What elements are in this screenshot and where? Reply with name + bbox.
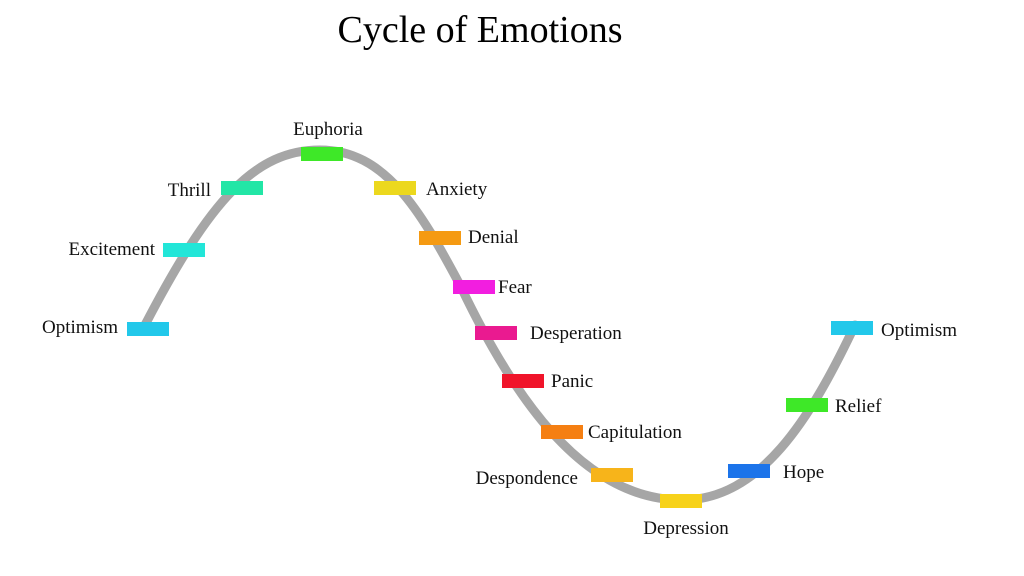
stage-label-12: Depression [643,518,729,539]
stage-label-11: Despondence [476,468,578,489]
stage-marker-14 [786,398,828,412]
stage-label-10: Capitulation [588,422,682,443]
stage-marker-5 [374,181,416,195]
stage-marker-10 [541,425,583,439]
stage-marker-13 [728,464,770,478]
stage-marker-11 [591,468,633,482]
stage-label-13: Hope [783,462,824,483]
stage-marker-7 [453,280,495,294]
stage-label-4: Euphoria [293,119,363,140]
stage-label-3: Thrill [168,180,211,201]
stage-marker-3 [221,181,263,195]
stage-marker-9 [502,374,544,388]
cycle-curve [140,145,860,505]
stage-label-7: Fear [498,277,532,298]
stage-marker-4 [301,147,343,161]
stage-label-9: Panic [551,371,593,392]
stage-label-5: Anxiety [426,179,488,200]
stage-markers: Optimism Excitement Thrill EuphoriaAnxietyD… [42,119,957,539]
stage-label-2: Excitement [68,239,155,260]
stage-marker-15 [831,321,873,335]
stage-label-1: Optimism [42,317,118,338]
stage-label-6: Denial [468,227,519,248]
stage-label-15: Optimism [881,320,957,341]
page-title: Cycle of Emotions [337,9,623,51]
stage-marker-1 [127,322,169,336]
stage-marker-8 [475,326,517,340]
stage-marker-2 [163,243,205,257]
stage-marker-6 [419,231,461,245]
stage-marker-12 [660,494,702,508]
stage-label-14: Relief [835,396,882,417]
stage-label-8: Desperation [530,323,622,344]
